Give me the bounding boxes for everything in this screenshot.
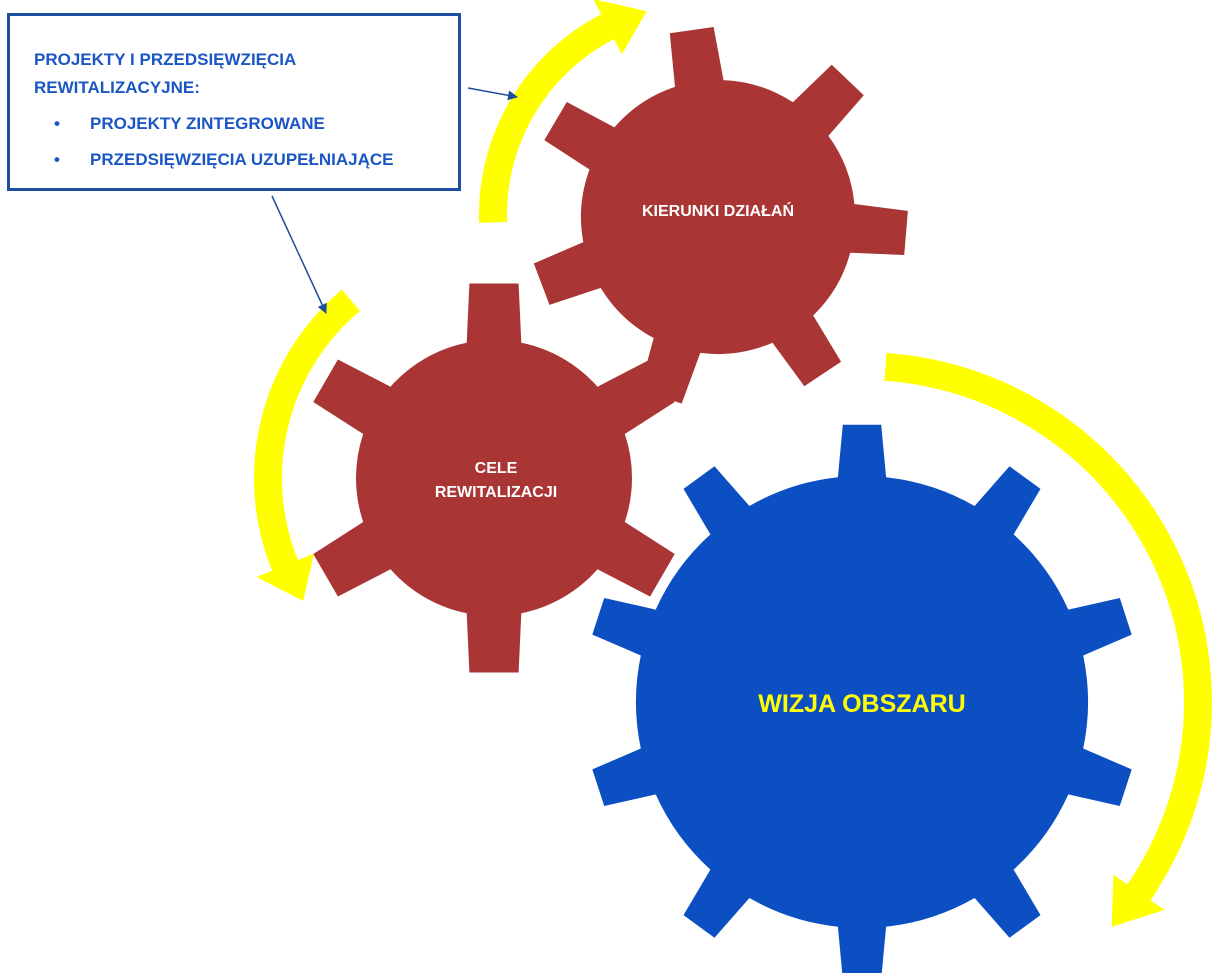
cycle-arrow-left [254,289,360,601]
gear-kierunki-dzialan [533,27,908,404]
label-cele-rewitalizacji: CELE REWITALIZACJI [396,457,596,505]
callout-list: • PROJEKTY ZINTEGROWANE • PRZEDSIĘWZIĘCI… [10,110,394,182]
gear-wizja-obszaru [592,424,1132,973]
label-kierunki-dzialan: KIERUNKI DZIAŁAŃ [598,203,838,221]
label-wizja-text: WIZJA OBSZARU [758,690,966,718]
label-kierunki-text: KIERUNKI DZIAŁAŃ [642,203,794,220]
list-item: • PRZEDSIĘWZIĘCIA UZUPEŁNIAJĄCE [10,146,394,182]
callout-title: PROJEKTY I PRZEDSIĘWZIĘCIA REWITALIZACYJ… [34,46,454,102]
bullet-icon: • [54,114,60,133]
cycle-arrow-top [479,0,647,223]
list-item: • PROJEKTY ZINTEGROWANE [10,110,394,146]
callout-title-line1: PROJEKTY I PRZEDSIĘWZIĘCIA [34,50,297,69]
connector-to-top-arrow [467,87,518,101]
bullet-icon: • [54,150,60,169]
list-item-text: PRZEDSIĘWZIĘCIA UZUPEŁNIAJĄCE [90,150,394,169]
label-cele-line1: CELE [474,460,518,477]
list-item-text: PROJEKTY ZINTEGROWANE [90,114,325,133]
callout-title-line2: REWITALIZACYJNE: [34,78,200,97]
connector-to-left-arrow [271,195,327,314]
label-wizja-obszaru: WIZJA OBSZARU [712,690,1012,719]
gear-cele-rewitalizacji [313,283,675,673]
cycle-arrow-right [884,352,1212,927]
projects-callout-box: PROJEKTY I PRZEDSIĘWZIĘCIA REWITALIZACYJ… [7,13,461,191]
label-cele-line2: REWITALIZACJI [434,484,558,501]
